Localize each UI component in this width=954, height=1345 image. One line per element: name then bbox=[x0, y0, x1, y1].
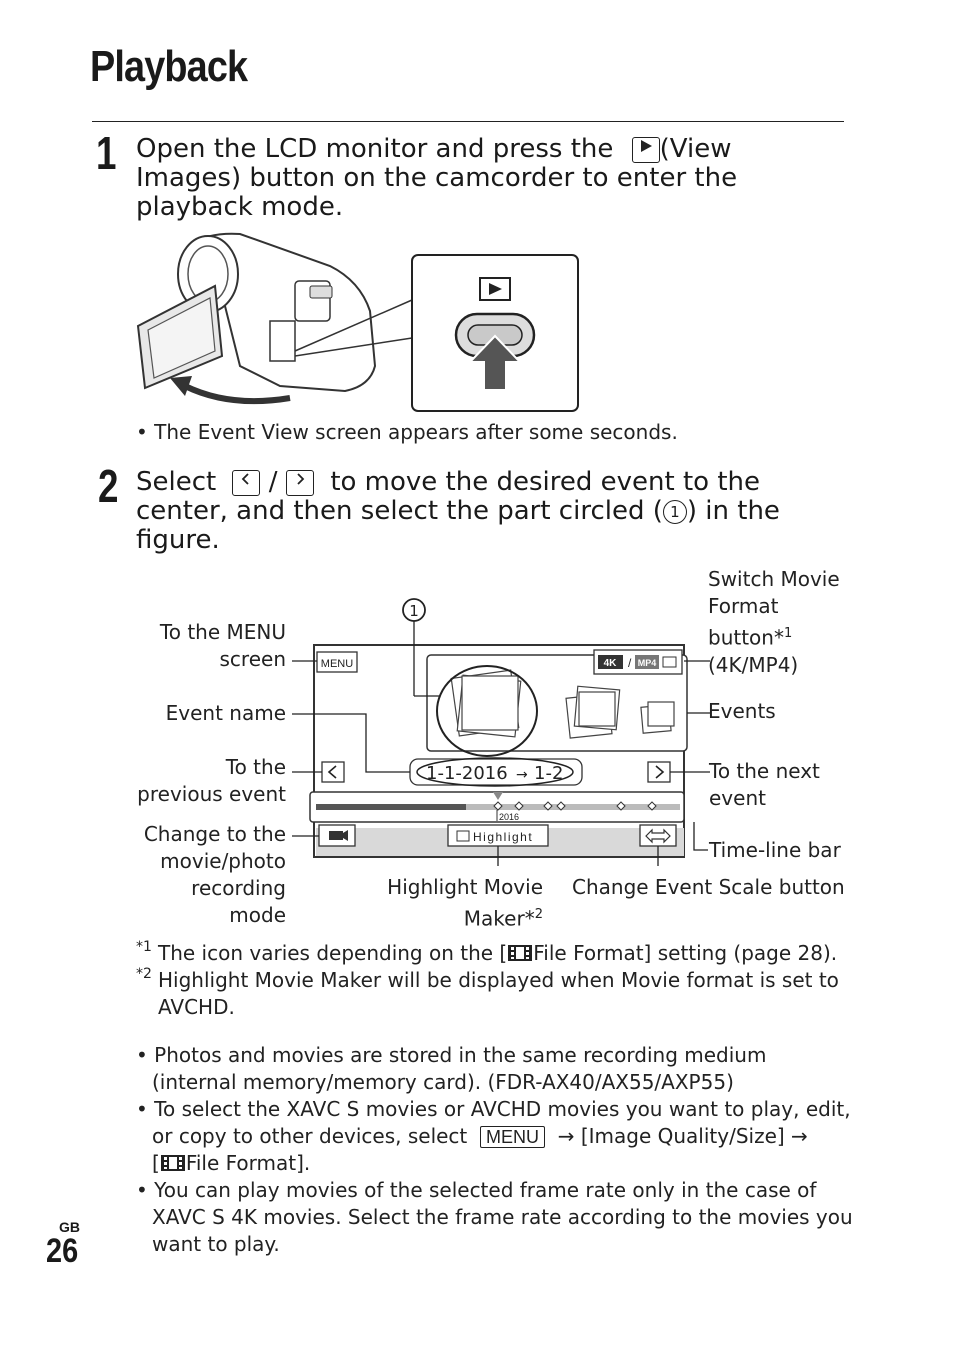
event-date-arrow: → bbox=[516, 767, 528, 783]
play-button-icon bbox=[631, 136, 660, 163]
bullet-3: • You can play movies of the selected fr… bbox=[136, 1178, 853, 1256]
step-2-line1-post: to move the desired event to the bbox=[330, 467, 760, 497]
step-1-line2: Images) button on the camcorder to enter… bbox=[136, 163, 738, 193]
format-mp4-label[interactable]: MP4 bbox=[638, 658, 657, 668]
step-1-note: • The Event View screen appears after so… bbox=[136, 420, 678, 444]
event-date-end: 1-2 bbox=[534, 763, 563, 784]
menu-button[interactable]: MENU bbox=[321, 658, 353, 670]
timeline-year: 2016 bbox=[499, 812, 519, 822]
step-2-line1-pre: Select bbox=[136, 467, 217, 497]
label-timeline-bar: Time-line bar bbox=[709, 838, 841, 862]
event-date-range: 1-1-2016 bbox=[426, 763, 508, 784]
next-event-button[interactable] bbox=[647, 761, 671, 783]
event-view-diagram: 1 MENU 4K / MP4 1-1-2016 → 1-2 2016 High… bbox=[292, 598, 710, 866]
bullet-1: • Photos and movies are stored in the sa… bbox=[136, 1043, 767, 1094]
callout-1-number: 1 bbox=[409, 602, 419, 620]
prev-arrow-icon bbox=[232, 469, 261, 496]
step-1-line1: Open the LCD monitor and press the bbox=[136, 134, 614, 164]
next-arrow-icon bbox=[285, 469, 314, 496]
page-region: GB bbox=[59, 1219, 80, 1235]
step-1-text: Open the LCD monitor and press the (View… bbox=[136, 135, 856, 222]
bullet-list: • Photos and movies are stored in the sa… bbox=[136, 1042, 856, 1258]
prev-event-button[interactable] bbox=[321, 761, 345, 783]
footnotes: *1 The icon varies depending on the [Fil… bbox=[136, 939, 839, 1019]
label-highlight-maker: Highlight Movie Maker*2 bbox=[387, 875, 543, 931]
format-4k-label[interactable]: 4K bbox=[604, 658, 618, 669]
page-number: 26 bbox=[46, 1232, 79, 1270]
label-events: Events bbox=[708, 699, 776, 723]
step-2-line3: figure. bbox=[136, 525, 220, 555]
label-event-scale: Change Event Scale button bbox=[572, 875, 845, 899]
title-rule bbox=[92, 121, 844, 122]
label-event-name: Event name bbox=[165, 701, 286, 725]
step-2-number: 2 bbox=[98, 460, 119, 512]
step-1-line3: playback mode. bbox=[136, 192, 344, 222]
menu-key-icon: MENU bbox=[479, 1126, 545, 1148]
circled-number-icon: 1 bbox=[662, 499, 687, 524]
film-icon bbox=[508, 945, 533, 961]
step-2-slash: / bbox=[268, 467, 278, 497]
bullet-2: • To select the XAVC S movies or AVCHD m… bbox=[136, 1097, 851, 1175]
step-2-text: Select / to move the desired event to th… bbox=[136, 468, 856, 555]
format-slash: / bbox=[628, 656, 632, 670]
step-1-number: 1 bbox=[96, 127, 117, 179]
page-title: Playback bbox=[90, 42, 248, 91]
highlight-button[interactable]: Highlight bbox=[473, 830, 533, 844]
step-2-line2-pre: center, and then select the part circled… bbox=[136, 496, 663, 526]
step-2-line2-post: ) in the bbox=[686, 496, 780, 526]
camcorder-illustration bbox=[136, 232, 579, 412]
step-1-line1-post: (View bbox=[659, 134, 732, 164]
film-icon bbox=[160, 1155, 185, 1171]
